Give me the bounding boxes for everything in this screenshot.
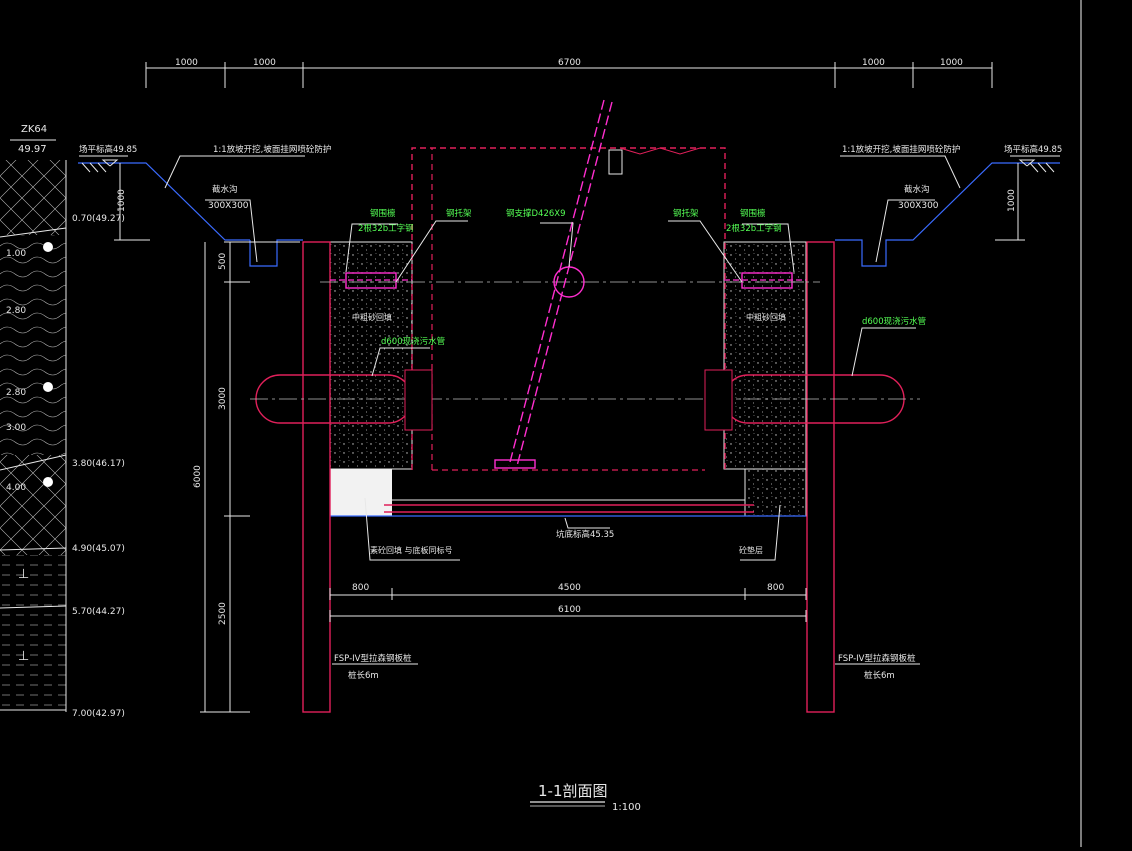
- stratum-label: 1.00: [6, 249, 26, 259]
- walers: 钢围檩 2根32b工字钢 钢围檩 2根32b工字钢 钢托架 钢托架: [320, 208, 820, 289]
- dim-label: 6000: [193, 465, 203, 488]
- sewage-pipes: d600现浇污水管 d600现浇污水管: [250, 316, 926, 431]
- strut-label: 钢支撑D426X9: [506, 208, 566, 219]
- stratum-label: 3.80(46.17): [72, 459, 125, 469]
- pipe-right-label: d600现浇污水管: [862, 316, 926, 327]
- dim-label: 3000: [218, 387, 228, 410]
- stratum-label: 4.00: [6, 483, 26, 493]
- bracket-right-label: 钢托架: [673, 208, 699, 219]
- drawing-title: 1-1剖面图: [538, 782, 608, 800]
- dim-label: 6700: [558, 58, 581, 68]
- ditch-left-size: 300X300: [208, 201, 249, 211]
- pile-right-length: 桩长6m: [864, 670, 895, 681]
- bottom-dimension-chain: 800 4500 800 6100: [329, 583, 807, 622]
- backfill-left-label: 中粗砂回填: [352, 312, 392, 322]
- dim-label: 1000: [1007, 189, 1017, 212]
- ditch-right-size: 300X300: [898, 201, 939, 211]
- dim-label: 4500: [558, 583, 581, 593]
- sample-point: [43, 382, 53, 392]
- slope-note-right: 1:1放坡开挖,坡面挂网喷砼防护: [842, 144, 960, 155]
- cushion-left-note: 素砼回填 与底板同标号: [370, 545, 453, 555]
- dim-label: 1000: [175, 58, 198, 68]
- cushion-right-note: 砼垫层: [739, 545, 763, 555]
- ditch-right-name: 截水沟: [904, 184, 930, 195]
- waler-left-name: 钢围檩: [370, 208, 396, 219]
- stratum-label: 2.80: [6, 388, 26, 398]
- drawing-title-block: 1-1剖面图 1:100: [530, 782, 641, 813]
- sample-point: [43, 242, 53, 252]
- pit-outline: [411, 147, 726, 471]
- waler-left-spec: 2根32b工字钢: [358, 223, 414, 234]
- waler-right-spec: 2根32b工字钢: [726, 223, 782, 234]
- drawing-scale: 1:100: [612, 802, 641, 813]
- top-dimension-chain: 1000 1000 6700 1000 1000: [145, 58, 993, 88]
- stratum-label: 5.70(44.27): [72, 607, 125, 617]
- steel-strut: 钢支撑D426X9: [494, 99, 613, 469]
- dim-label: 2500: [218, 602, 228, 625]
- dim-label: 1000: [940, 58, 963, 68]
- pit-bottom-elevation: 坑底标高45.35: [556, 529, 614, 540]
- ground-elevation-left: 场平标高49.85: [79, 144, 137, 155]
- ground-elevation-right: 场平标高49.85: [1004, 144, 1062, 155]
- bracket-left-label: 钢托架: [446, 208, 472, 219]
- borehole-elevation: 49.97: [18, 144, 47, 155]
- groundwater-icon: ⊥: [18, 649, 29, 664]
- stratum-label: 3.00: [6, 423, 26, 433]
- pile-left-length: 桩长6m: [348, 670, 379, 681]
- pile-right-type: FSP-IV型拉森钢板桩: [838, 653, 916, 664]
- pile-left-type: FSP-IV型拉森钢板桩: [334, 653, 412, 664]
- dim-label: 6100: [558, 605, 581, 615]
- dim-label: 1000: [117, 189, 127, 212]
- pile-labels: FSP-IV型拉森钢板桩 桩长6m FSP-IV型拉森钢板桩 桩长6m: [332, 653, 920, 681]
- stratum-label: 2.80: [6, 306, 26, 316]
- pipe-left-label: d600现浇污水管: [381, 336, 445, 347]
- excavation-profile: 场平标高49.85 场平标高49.85 1:1放坡开挖,坡面挂网喷砼防护 1:1…: [78, 144, 1062, 267]
- groundwater-icon: ⊥: [18, 567, 29, 582]
- stratum-label: 4.90(45.07): [72, 544, 125, 554]
- sheet-piles: [302, 241, 835, 713]
- slope-note-left: 1:1放坡开挖,坡面挂网喷砼防护: [213, 144, 331, 155]
- backfill-right-label: 中粗砂回填: [746, 312, 786, 322]
- dim-label: 800: [352, 583, 369, 593]
- borehole-id: ZK64: [21, 124, 47, 135]
- borehole-column: ZK64 49.97 0.70(49.27) 1.00 2.80 2.80 3.…: [0, 124, 125, 719]
- ditch-left-name: 截水沟: [212, 184, 238, 195]
- dim-label: 500: [218, 253, 228, 270]
- dim-label: 800: [767, 583, 784, 593]
- dim-label: 1000: [862, 58, 885, 68]
- stratum-label: 7.00(42.97): [72, 709, 125, 719]
- left-dimension-chain: 500 3000 2500 6000: [193, 241, 300, 713]
- bottom-annotations: 坑底标高45.35 素砼回填 与底板同标号 砼垫层: [364, 497, 781, 561]
- dim-label: 1000: [253, 58, 276, 68]
- stratum-label: 0.70(49.27): [72, 214, 125, 224]
- sample-point: [43, 477, 53, 487]
- waler-right-name: 钢围檩: [740, 208, 766, 219]
